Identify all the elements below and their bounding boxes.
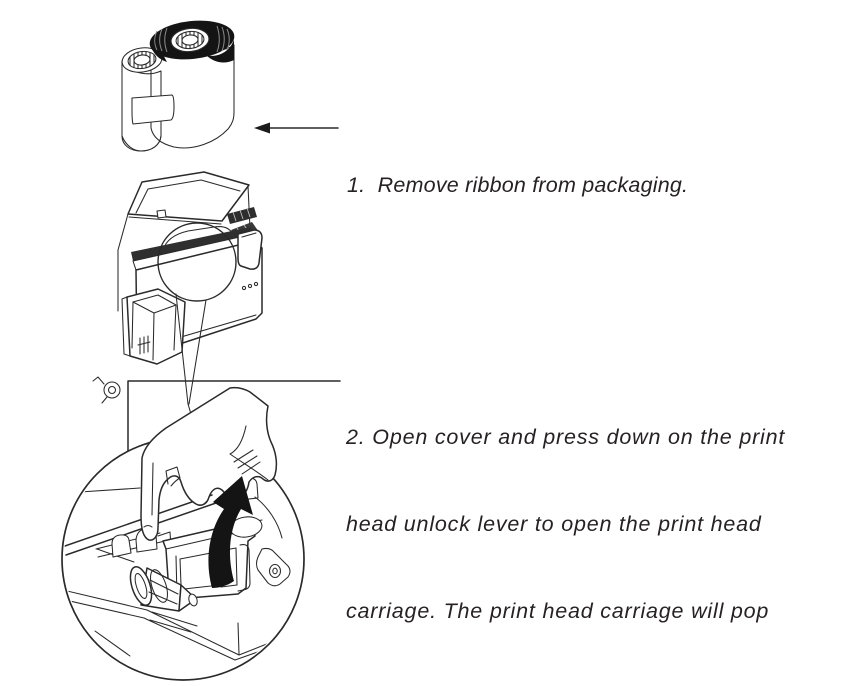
step-2-line: carriage. The print head carriage will p…: [346, 599, 770, 623]
ribbon-figure: [121, 20, 235, 152]
card-hopper: [121, 288, 186, 365]
step-1-line: 1. Remove ribbon from packaging.: [347, 173, 689, 197]
roller-spindle: [129, 566, 198, 612]
step-2-line: 2. Open cover and press down on the prin…: [346, 425, 786, 449]
step-1-text: 1. Remove ribbon from packaging.: [347, 113, 688, 229]
detail-circle-figure: [61, 386, 305, 681]
printer-figure: [92, 171, 263, 415]
takeup-core-top: [121, 47, 163, 73]
magnifier-circle-marker: [157, 222, 237, 302]
curved-up-arrow-icon: [208, 476, 253, 588]
roll-black: [149, 20, 235, 63]
hand-pressing: [140, 386, 278, 541]
step-2-line: head unlock lever to open the print head: [346, 512, 762, 536]
step-2-text: 2. Open cover and press down on the prin…: [346, 365, 785, 686]
printer-lid: [127, 171, 251, 230]
arrow-left-icon: [254, 122, 339, 134]
ribbon-label: [131, 94, 175, 125]
